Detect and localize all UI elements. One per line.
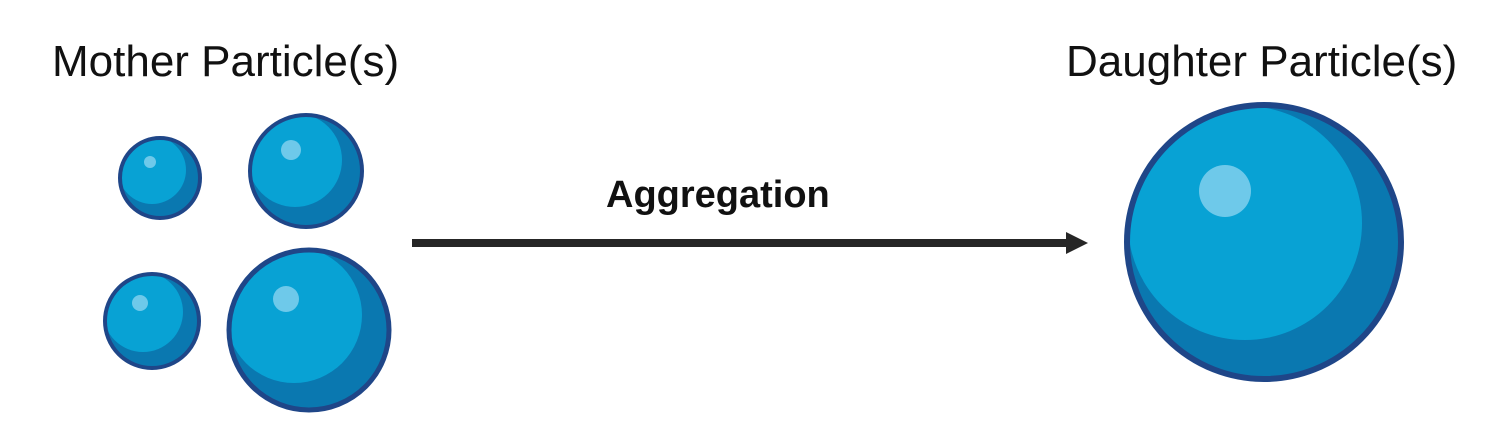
highlight-spot [281,140,301,160]
aggregation-arrow [412,232,1088,254]
daughter-particles-label: Daughter Particle(s) [1066,37,1458,86]
daughter-particle [1124,102,1404,382]
mother-particle-small-bottom [103,272,201,370]
highlight-spot [273,286,299,312]
highlight-spot [1199,165,1251,217]
arrowhead-icon [1066,232,1088,254]
mother-particle-medium-top [248,113,364,229]
aggregation-label: Aggregation [606,174,830,216]
highlight-spot [144,156,156,168]
mother-particle-large-bottom [226,247,392,413]
mother-particle-small-top [118,136,202,220]
mother-particles-label: Mother Particle(s) [52,37,400,86]
highlight-spot [132,295,148,311]
